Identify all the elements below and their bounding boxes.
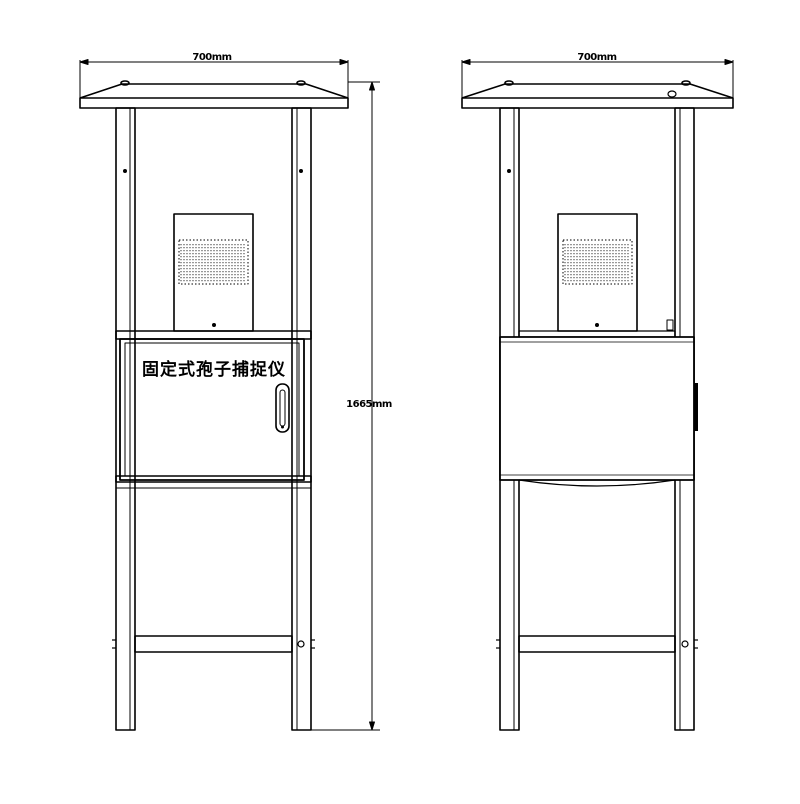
vent-grille — [564, 244, 629, 282]
roof-sensor-icon — [667, 90, 677, 98]
front-cabinet — [115, 330, 312, 483]
side-cabinet — [499, 330, 698, 487]
roof-bolt-icon — [681, 80, 691, 86]
front-view: 700mm — [79, 52, 392, 731]
height-dimension — [311, 81, 380, 731]
roof-bolt-icon — [296, 80, 306, 86]
door-handle-icon — [275, 383, 290, 433]
vent-grille — [180, 244, 245, 282]
side-handle-icon — [694, 383, 698, 431]
side-roof — [461, 62, 734, 109]
side-sampler-head — [557, 213, 674, 332]
cabinet-label: 固定式孢子捕捉仪 — [142, 359, 286, 380]
front-roof — [79, 62, 349, 109]
roof-bolt-icon — [120, 80, 130, 86]
side-view: 700mm — [461, 52, 734, 731]
roof-bolt-icon — [504, 80, 514, 86]
front-sampler-head — [173, 213, 254, 332]
side-width-label: 700mm — [577, 52, 616, 63]
front-posts — [115, 107, 312, 731]
side-lower-frame — [496, 635, 698, 653]
front-lower-frame — [112, 481, 315, 653]
front-width-label: 700mm — [192, 52, 231, 63]
height-label: 1665mm — [346, 399, 392, 410]
